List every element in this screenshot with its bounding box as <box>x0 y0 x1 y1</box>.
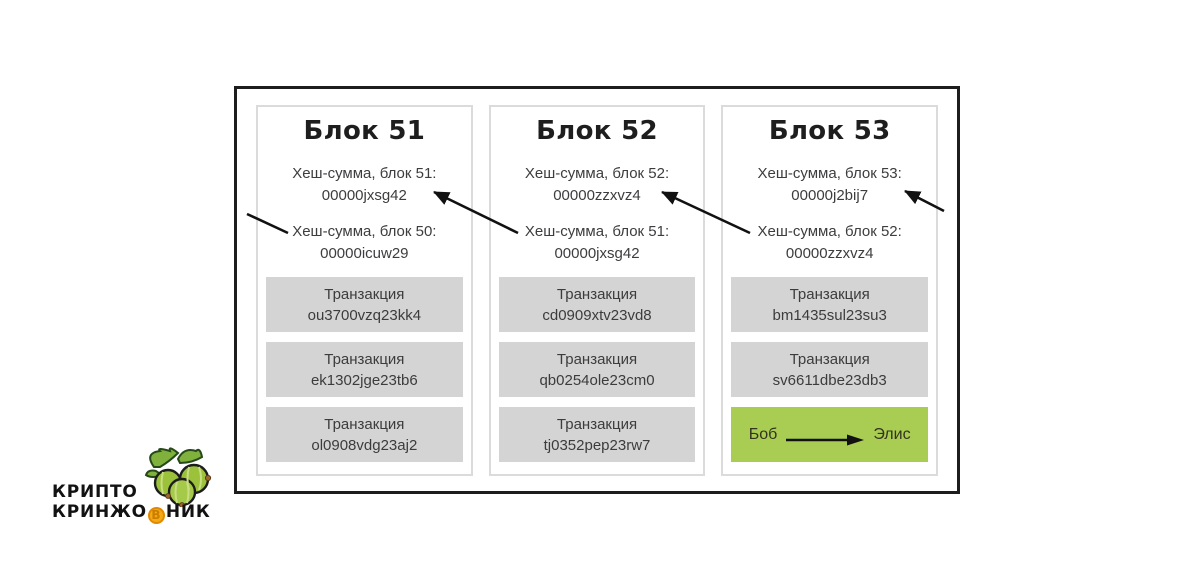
bitcoin-coin-icon: В <box>147 506 165 524</box>
transaction-box: Транзакция sv6611dbe23db3 <box>731 342 929 397</box>
logo-text-line2-post: НИК <box>165 502 211 522</box>
transaction-list: Транзакция ou3700vzq23kk4 Транзакция ek1… <box>266 277 463 462</box>
transaction-id: ol0908vdg23aj2 <box>311 436 418 454</box>
transfer-from: Боб <box>748 425 778 443</box>
own-hash-label: Хеш-сумма, блок 53: <box>757 165 902 182</box>
logo-text-line1: КРИПТО <box>52 482 138 502</box>
transaction-id: tj0352pep23rw7 <box>543 436 651 454</box>
transaction-id: cd0909xtv23vd8 <box>542 306 652 324</box>
transaction-id: ou3700vzq23kk4 <box>307 306 422 324</box>
transfer-arrow-icon <box>786 434 865 445</box>
transaction-id: bm1435sul23su3 <box>772 306 887 324</box>
transaction-list: Транзакция cd0909xtv23vd8 Транзакция qb0… <box>498 277 696 462</box>
prev-hash-group: Хеш-сумма, блок 52: 00000zzxvz4 <box>731 221 928 265</box>
own-hash-value: 00000zzxvz4 <box>553 187 641 204</box>
transaction-label: Транзакция <box>556 285 638 303</box>
prev-hash-value: 00000icuw29 <box>320 245 409 262</box>
transaction-label: Транзакция <box>789 350 870 368</box>
own-hash-label: Хеш-сумма, блок 51: <box>292 165 437 182</box>
own-hash-group: Хеш-сумма, блок 52: 00000zzxvz4 <box>499 163 696 207</box>
block-card-51: Блок 51 Хеш-сумма, блок 51: 00000jxsg42 … <box>256 105 473 476</box>
blockchain-chain-frame: Блок 51 Хеш-сумма, блок 51: 00000jxsg42 … <box>234 86 960 494</box>
own-hash-group: Хеш-сумма, блок 51: 00000jxsg42 <box>266 163 463 207</box>
transaction-id: ek1302jge23tb6 <box>310 371 418 389</box>
own-hash-label: Хеш-сумма, блок 52: <box>524 165 670 182</box>
transaction-box: Транзакция cd0909xtv23vd8 <box>498 277 696 332</box>
block-title: Блок 53 <box>768 116 891 146</box>
own-hash-value: 00000j2bij7 <box>791 187 869 204</box>
transaction-label: Транзакция <box>324 415 405 433</box>
prev-hash-value: 00000jxsg42 <box>554 245 640 262</box>
transaction-label: Транзакция <box>324 350 405 368</box>
transaction-id: sv6611dbe23db3 <box>772 371 887 389</box>
prev-hash-label: Хеш-сумма, блок 52: <box>757 223 902 240</box>
transaction-label: Транзакция <box>556 350 638 368</box>
transaction-label: Транзакция <box>789 285 870 303</box>
logo-text-line2-pre: КРИНЖО <box>52 502 147 522</box>
own-hash-group: Хеш-сумма, блок 53: 00000j2bij7 <box>731 163 928 207</box>
block-title: Блок 51 <box>303 116 426 146</box>
transaction-box: Транзакция qb0254ole23cm0 <box>498 342 696 397</box>
transaction-box: Транзакция ou3700vzq23kk4 <box>266 277 463 332</box>
prev-hash-label: Хеш-сумма, блок 51: <box>524 223 670 240</box>
transaction-list: Транзакция bm1435sul23su3 Транзакция sv6… <box>731 277 929 462</box>
own-hash-value: 00000jxsg42 <box>321 187 407 204</box>
transaction-box: Транзакция tj0352pep23rw7 <box>498 407 696 462</box>
transaction-box: Транзакция ek1302jge23tb6 <box>266 342 463 397</box>
prev-hash-label: Хеш-сумма, блок 50: <box>292 223 437 240</box>
transaction-box: Транзакция ol0908vdg23aj2 <box>266 407 463 462</box>
transfer-highlight-box: Боб Элис <box>731 407 929 462</box>
block-card-52: Блок 52 Хеш-сумма, блок 52: 00000zzxvz4 … <box>488 105 706 476</box>
transaction-label: Транзакция <box>556 415 638 433</box>
gooseberries-icon <box>144 447 212 507</box>
prev-hash-group: Хеш-сумма, блок 50: 00000icuw29 <box>266 221 463 265</box>
prev-hash-value: 00000zzxvz4 <box>785 245 874 262</box>
block-card-53: Блок 53 Хеш-сумма, блок 53: 00000j2bij7 … <box>721 105 939 476</box>
prev-hash-group: Хеш-сумма, блок 51: 00000jxsg42 <box>499 221 696 265</box>
transaction-label: Транзакция <box>324 285 405 303</box>
transaction-box: Транзакция bm1435sul23su3 <box>731 277 929 332</box>
transfer-to: Элис <box>873 425 911 443</box>
block-title: Блок 52 <box>536 116 658 146</box>
transaction-id: qb0254ole23cm0 <box>539 371 655 389</box>
